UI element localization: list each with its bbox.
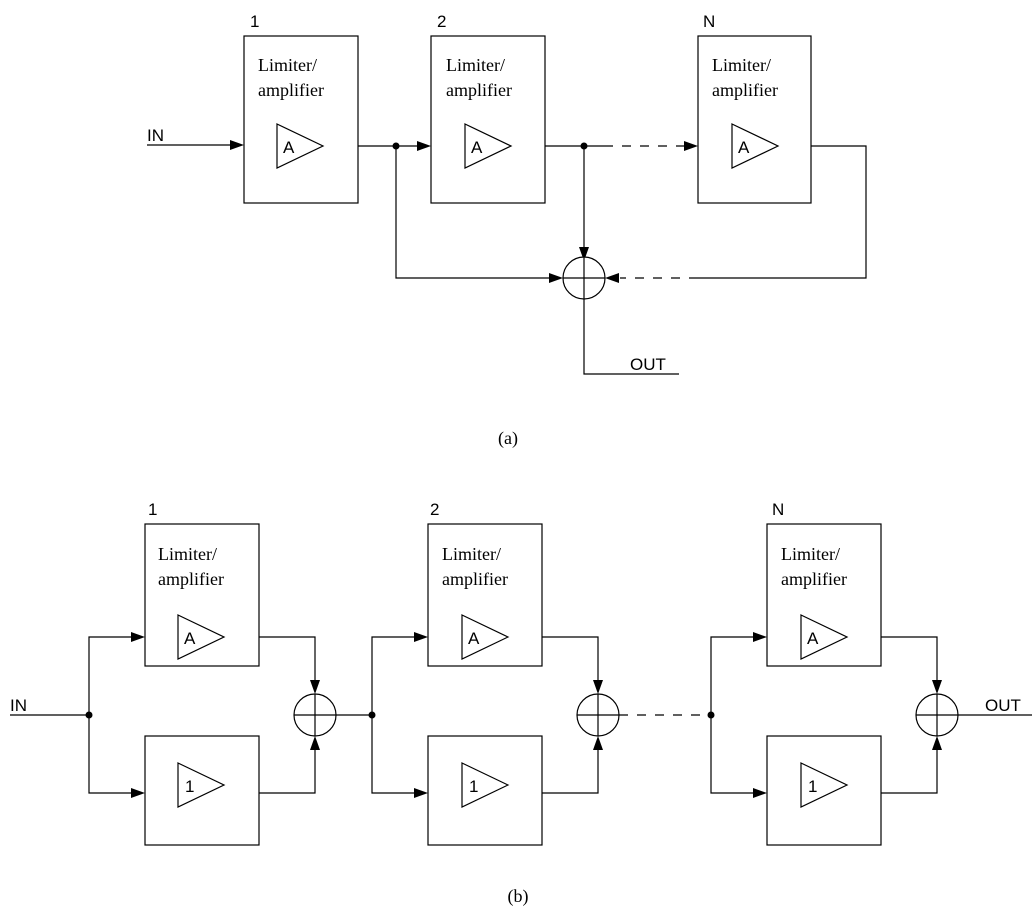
stage-n-index: N [703,12,715,31]
input-label: IN [147,126,164,145]
stage-2-title-line1: Limiter/ [446,55,505,75]
stage-n-output-loop [698,145,867,279]
stage-1-unity-box-b [144,735,260,846]
stage-n-box [697,35,812,204]
stage-2-summer-arrow-bottom [593,736,603,750]
stage-1-junction-dot-b [85,711,93,719]
stage-n-unity-triangle-b [800,762,849,808]
stage-2-unity-out-b [542,747,599,794]
stage-1-amp-triangle [276,123,325,169]
stage-1-summer-arrow-top [310,680,320,694]
stage-1-title-line2: amplifier [258,80,324,100]
stage-n-limiter-box-b [766,523,882,667]
caption-b: (b) [508,886,529,907]
stage-2-index: 2 [437,12,446,31]
stage-1-limiter-out-b [259,636,316,683]
stage-n-unity-box-b [766,735,882,846]
stage-n-split-bottom [710,715,755,794]
stage-2-box [430,35,546,204]
stage-2-unity-box-b [427,735,543,846]
stage-1-gain: A [283,138,295,157]
stage-n-summer-arrow-bottom [932,736,942,750]
stage-1-title-line1-b: Limiter/ [158,544,217,564]
stage-1-index: 1 [250,12,259,31]
stage-2-unity-gain-b: 1 [469,777,478,796]
stage-n-gain-b: A [807,629,819,648]
figure-b: IN 1 Limiter/ amplifier A 1 2 Limiter/ a [10,500,1032,907]
stage-n-title-line1: Limiter/ [712,55,771,75]
output-label: OUT [630,355,666,374]
stage-2-split-bottom [371,715,416,794]
stage-2-title-line2: amplifier [446,80,512,100]
stage-1-title-line2-b: amplifier [158,569,224,589]
stage-2-arrow-bottom [414,788,428,798]
stage-1-unity-gain-b: 1 [185,777,194,796]
stage-n-arrow-top [753,632,767,642]
arrowhead-summer-left [549,273,563,283]
stage-2-split-top [371,636,416,715]
stage-1-amp-triangle-b [177,614,226,660]
stage-n-title-line2: amplifier [712,80,778,100]
caption-a: (a) [498,428,518,449]
stage-1-box [243,35,359,204]
stage-1-arrow-top [131,632,145,642]
stage-n-amp-triangle-b [800,614,849,660]
stage-2-gain: A [471,138,483,157]
stage-1-split-top [88,636,133,715]
stage-n-unity-gain-b: 1 [808,777,817,796]
stage-1-limiter-box-b [144,523,260,667]
stage-2-title-line1-b: Limiter/ [442,544,501,564]
stage-1-title-line1: Limiter/ [258,55,317,75]
arrowhead-summer-right [605,273,619,283]
output-wire [583,299,679,375]
stage-1-split-bottom [88,715,133,794]
stage-n-junction-dot-b [707,711,715,719]
stage-n-index-b: N [772,500,784,519]
tap-stage1-to-summer [395,146,550,279]
output-label-b: OUT [985,696,1021,715]
stage-n-gain: A [738,138,750,157]
stage-1-gain-b: A [184,629,196,648]
stage-1-summer-arrow-bottom [310,736,320,750]
stage-n-title-line2-b: amplifier [781,569,847,589]
input-arrowhead [230,140,244,150]
stage-2-amp-triangle-b [461,614,510,660]
stage-2-title-line2-b: amplifier [442,569,508,589]
stage-n-limiter-out-b [881,636,938,683]
stage-n-unity-out-b [881,747,938,794]
stage-2-junction-dot-b [368,711,376,719]
arrowhead-summer-top [579,247,589,261]
arrowhead-stage-n-in [684,141,698,151]
stage-n-amp-triangle [731,123,780,169]
stage-2-amp-triangle [464,123,513,169]
arrowhead-stage2-in [417,141,431,151]
input-label-b: IN [10,696,27,715]
stage-2-limiter-box-b [427,523,543,667]
stage-2-index-b: 2 [430,500,439,519]
stage-n-arrow-bottom [753,788,767,798]
figure-a: 1 2 N Limiter/ amplifier Limiter/ amplif… [147,12,867,449]
stage-1-index-b: 1 [148,500,157,519]
stage-n-title-line1-b: Limiter/ [781,544,840,564]
stage-n-summer-arrow-top [932,680,942,694]
stage-1-arrow-bottom [131,788,145,798]
stage-2-arrow-top [414,632,428,642]
stage-n-split-top [710,636,755,715]
stage-2-unity-triangle-b [461,762,510,808]
stage-1-unity-triangle-b [177,762,226,808]
stage-1-unity-out-b [259,747,316,794]
stage-2-limiter-out-b [542,636,599,683]
stage-2-gain-b: A [468,629,480,648]
stage-2-summer-arrow-top [593,680,603,694]
